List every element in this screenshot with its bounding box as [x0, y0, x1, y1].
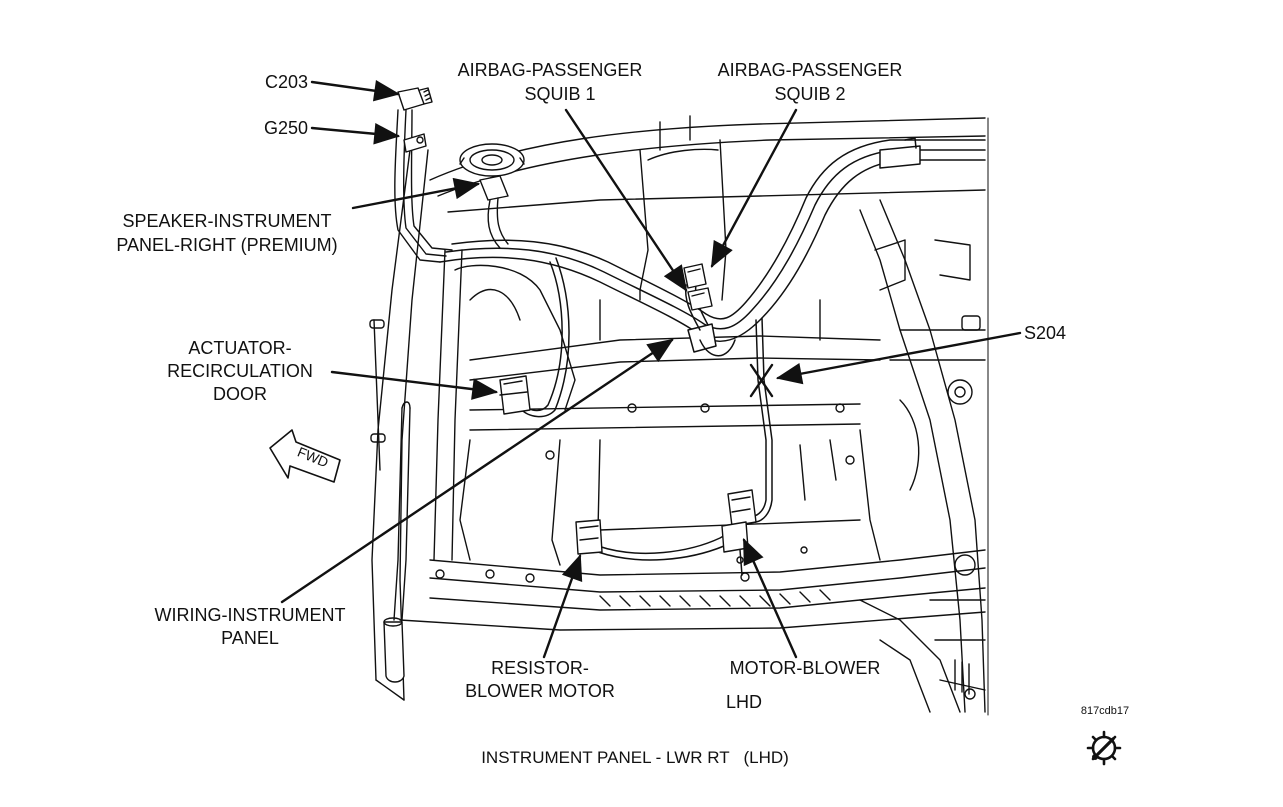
label-motor-blower: MOTOR-BLOWER: [729, 658, 881, 678]
label-resistor-line2: BLOWER MOTOR: [465, 681, 615, 701]
label-airbag-squib1-line1: AIRBAG-PASSENGER: [457, 60, 643, 80]
label-lhd: LHD: [726, 692, 763, 712]
panel-structure: [369, 115, 989, 716]
connectors: [499, 263, 757, 564]
label-c203: C203: [264, 72, 308, 92]
leader-lines: [280, 80, 1022, 659]
label-actuator-line3: DOOR: [213, 384, 267, 404]
label-s204: S204: [1024, 323, 1067, 343]
main-harness: [439, 137, 986, 576]
fwd-arrow: [269, 429, 341, 483]
label-airbag-squib1-line2: SQUIB 1: [524, 84, 596, 104]
label-actuator-line1: ACTUATOR-: [188, 338, 292, 358]
diagram-caption: INSTRUMENT PANEL - LWR RT (LHD): [481, 748, 789, 767]
figure-id: 817cdb17: [1080, 705, 1130, 717]
speaker: [459, 143, 525, 249]
label-speaker-line1: SPEAKER-INSTRUMENT: [122, 211, 332, 231]
label-g250: G250: [263, 118, 308, 138]
label-wiring-line2: PANEL: [221, 628, 279, 648]
label-airbag-squib2-line1: AIRBAG-PASSENGER: [717, 60, 903, 80]
label-airbag-squib2-line2: SQUIB 2: [774, 84, 846, 104]
label-speaker-line2: PANEL-RIGHT (PREMIUM): [116, 235, 338, 255]
s204-splice-mark: [749, 363, 774, 398]
left-harness: [383, 87, 453, 683]
label-wiring-line1: WIRING-INSTRUMENT: [154, 605, 346, 625]
label-resistor-line1: RESISTOR-: [491, 658, 589, 678]
label-actuator-line2: RECIRCULATION: [167, 361, 313, 381]
gear-wrench-icon: [1086, 730, 1122, 766]
